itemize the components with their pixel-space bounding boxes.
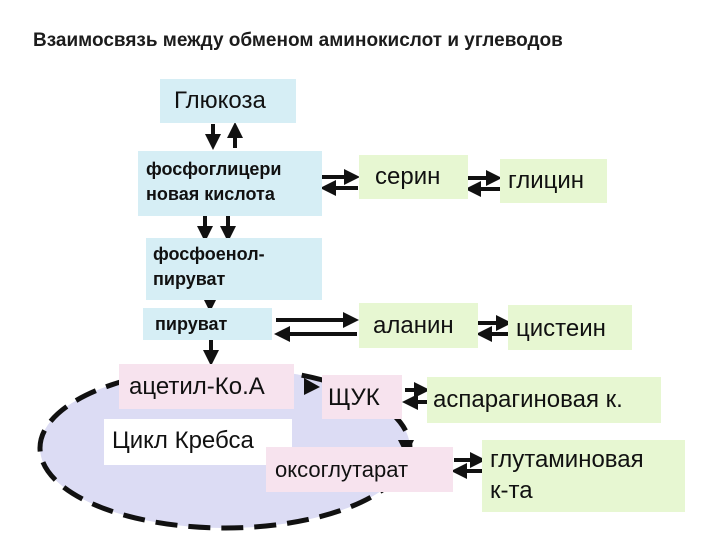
node-acetyl-coa: ацетил-Ко.А	[119, 364, 294, 409]
node-oxoglutarate-label: оксоглутарат	[275, 457, 409, 482]
node-krebs-label: Цикл Кребса	[112, 427, 254, 454]
node-pep-line-1: фосфоенол-	[153, 244, 265, 264]
node-glucose: Глюкоза	[160, 79, 296, 123]
node-alanine-label: аланин	[373, 312, 454, 339]
node-pga-line-1: фосфоглицери	[146, 159, 282, 179]
cycle-arrowhead-acetyl-oaa	[304, 378, 320, 395]
node-cysteine: цистеин	[508, 305, 632, 350]
node-pep-line-2: пируват	[153, 268, 226, 289]
node-glycine: глицин	[500, 159, 607, 203]
node-pga-line-2: новая кислота	[146, 183, 275, 204]
node-phosphoglyceric-acid: фосфоглицери новая кислота	[138, 151, 322, 216]
node-oxoglutarate: оксоглутарат	[266, 447, 453, 492]
diagram-title: Взаимосвязь между обменом аминокислот и …	[33, 30, 563, 51]
node-aspartic-acid: аспарагиновая к.	[427, 377, 661, 423]
node-serine: серин	[359, 155, 468, 199]
node-glutamic-line-1: глутаминовая	[490, 446, 644, 473]
node-cysteine-label: цистеин	[516, 315, 606, 342]
node-aspartic-label: аспарагиновая к.	[433, 386, 623, 413]
node-acetyl-coa-label: ацетил-Ко.А	[129, 373, 265, 400]
node-pyruvate-label: пируват	[155, 314, 228, 334]
node-krebs-cycle: Цикл Кребса	[104, 419, 292, 465]
node-phosphoenolpyruvate: фосфоенол- пируват	[146, 238, 322, 300]
node-serine-label: серин	[375, 163, 441, 190]
node-glucose-label: Глюкоза	[174, 87, 266, 114]
node-oxaloacetate-label: ЩУК	[328, 384, 380, 411]
node-pyruvate: пируват	[143, 308, 272, 340]
node-glutamic-line-2: к-та	[490, 476, 533, 504]
node-glutamic-acid: глутаминовая к-та	[482, 440, 685, 512]
node-glycine-label: глицин	[508, 167, 585, 194]
node-oxaloacetate: ЩУК	[322, 375, 402, 419]
node-alanine: аланин	[359, 303, 478, 348]
